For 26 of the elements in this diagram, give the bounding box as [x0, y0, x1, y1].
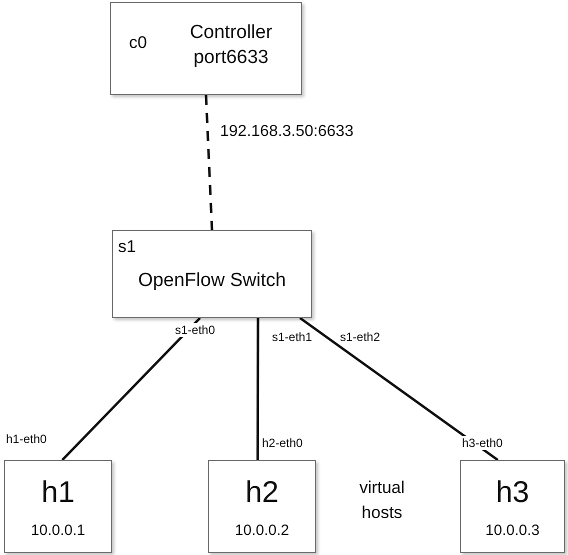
link-line: [256, 318, 260, 460]
host-name: h1: [40, 475, 76, 511]
host-name: h3: [494, 475, 530, 511]
host-box: [208, 460, 316, 553]
link-line: [299, 316, 499, 462]
port-label: h1-eth0: [6, 432, 47, 446]
ip-address: 10.0.0.3: [484, 521, 541, 540]
ip-address: 10.0.0.2: [234, 521, 290, 540]
note-text: virtual hosts: [358, 477, 406, 524]
host-box: [460, 460, 565, 553]
host-name: h2: [244, 475, 280, 511]
port-label: h3-eth0: [462, 436, 503, 450]
link-line: [61, 317, 201, 461]
host-box: [4, 460, 112, 553]
port-label: s1-eth1: [272, 330, 312, 344]
node-id: s1: [118, 237, 136, 257]
port-label: h2-eth0: [262, 436, 303, 450]
ip-address: 10.0.0.1: [30, 521, 86, 540]
port-label: s1-eth0: [175, 323, 216, 337]
controller-box: [110, 2, 302, 95]
dashed-link: [204, 94, 214, 230]
switch-box: [112, 230, 312, 318]
node-id: c0: [129, 33, 147, 53]
port-label: s1-eth2: [340, 330, 380, 344]
node-label: Controller port6633: [188, 21, 274, 70]
node-label: OpenFlow Switch: [137, 269, 287, 293]
